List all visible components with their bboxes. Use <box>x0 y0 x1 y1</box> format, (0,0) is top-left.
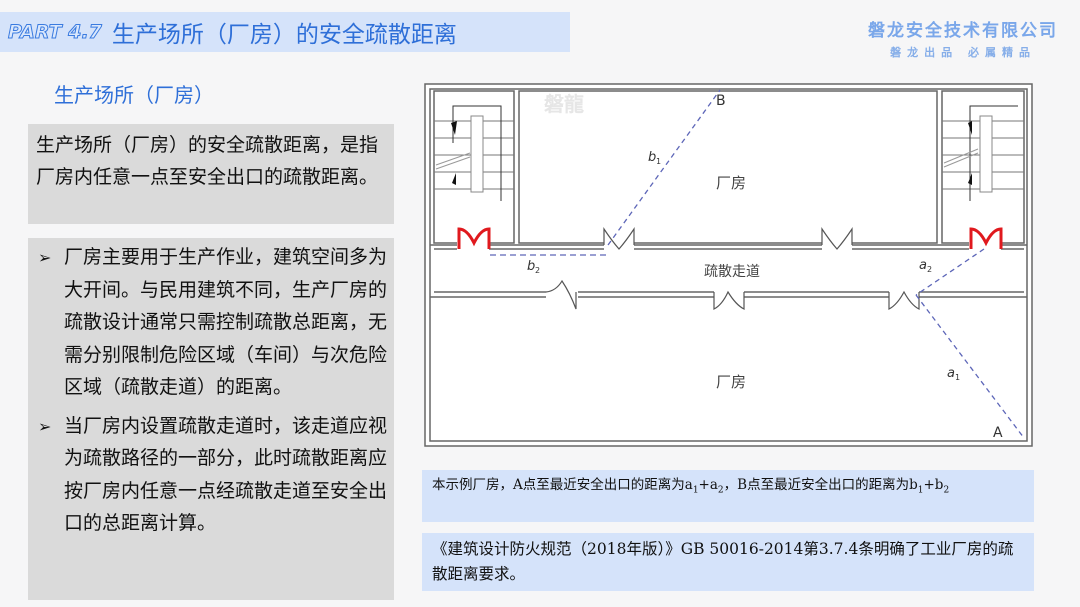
svg-text:b: b <box>527 259 535 274</box>
point-a-label: A <box>993 425 1003 441</box>
regulation-reference: 《建筑设计防火规范（2018年版）》GB 50016-2014第3.7.4条明确… <box>422 533 1034 591</box>
safe-exit-door-left <box>457 227 491 249</box>
factory-floor-plan-diagram: 磐龍 厂房 厂房 疏散走道 B A b 1 b 2 a 2 a 1 <box>424 83 1033 447</box>
company-slogan: 磐龙出品 必属精品 <box>890 46 1036 59</box>
svg-text:1: 1 <box>656 157 661 166</box>
definition-box: 生产场所（厂房）的安全疏散距离，是指厂房内任意一点至安全出口的疏散距离。 <box>28 124 394 224</box>
diagram-note: 本示例厂房，A点至最近安全出口的距离为a1+a2，B点至最近安全出口的距离为b1… <box>422 470 1034 522</box>
page-title: 生产场所（厂房）的安全疏散距离 <box>111 22 457 48</box>
reference-text: 《建筑设计防火规范（2018年版）》GB 50016-2014第3.7.4条明确… <box>432 540 1014 583</box>
part-label: PART 4.7 <box>8 21 103 44</box>
company-name: 磐龙安全技术有限公司 <box>868 21 1058 41</box>
diagram-watermark: 磐龍 <box>544 92 584 116</box>
svg-text:2: 2 <box>927 265 932 274</box>
b1-label: b 1 <box>648 150 661 166</box>
lower-room-label: 厂房 <box>716 373 746 391</box>
upper-room-label: 厂房 <box>716 174 746 192</box>
bullets-box: ➢ 厂房主要用于生产作业，建筑空间多为大开间。与民用建筑不同，生产厂房的疏散设计… <box>28 238 394 600</box>
svg-text:b: b <box>648 150 656 165</box>
bullet-text: 当厂房内设置疏散走道时，该走道应视为疏散路径的一部分，此时疏散距离应按厂房内任意… <box>64 414 388 535</box>
corridor-label: 疏散走道 <box>704 264 760 280</box>
arrow-bullet-icon: ➢ <box>38 416 52 436</box>
svg-text:1: 1 <box>955 373 960 382</box>
section-subtitle: 生产场所（厂房） <box>54 83 214 107</box>
arrow-bullet-icon: ➢ <box>38 248 52 267</box>
definition-text: 生产场所（厂房）的安全疏散距离，是指厂房内任意一点至安全出口的疏散距离。 <box>36 134 379 188</box>
svg-text:a: a <box>947 366 955 381</box>
point-b-label: B <box>716 93 726 109</box>
a1-label: a 1 <box>947 366 960 382</box>
title-bar: PART 4.7 生产场所（厂房）的安全疏散距离 <box>0 12 570 52</box>
svg-text:a: a <box>919 258 927 273</box>
b2-label: b 2 <box>527 259 540 275</box>
left-stairwell <box>433 90 515 244</box>
bullet-item: ➢ 当厂房内设置疏散走道时，该走道应视为疏散路径的一部分，此时疏散距离应按厂房内… <box>38 410 388 540</box>
safe-exit-door-right <box>969 227 1003 249</box>
company-logo: 磐龙安全技术有限公司 磐龙出品 必属精品 <box>868 16 1058 60</box>
svg-text:2: 2 <box>535 266 540 275</box>
bullet-text: 厂房主要用于生产作业，建筑空间多为大开间。与民用建筑不同，生产厂房的疏散设计通常… <box>64 246 388 398</box>
a2-label: a 2 <box>919 258 932 274</box>
bullet-item: ➢ 厂房主要用于生产作业，建筑空间多为大开间。与民用建筑不同，生产厂房的疏散设计… <box>38 241 388 404</box>
